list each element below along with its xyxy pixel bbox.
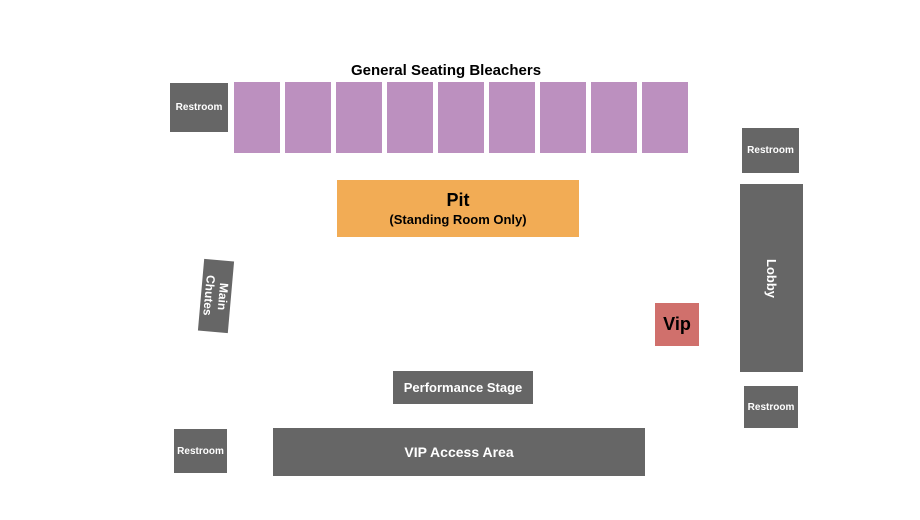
vip-section[interactable]: Vip — [655, 303, 699, 346]
lobby-label: Lobby — [764, 258, 779, 298]
vip-access-area-label: VIP Access Area — [404, 444, 514, 460]
pit-section[interactable]: Pit (Standing Room Only) — [337, 180, 579, 237]
performance-stage-label: Performance Stage — [403, 380, 523, 395]
pit-subtitle: (Standing Room Only) — [389, 211, 527, 227]
lobby-section: Lobby — [740, 184, 803, 372]
bleacher-block-9[interactable] — [642, 82, 688, 153]
bleacher-block-1[interactable] — [234, 82, 280, 153]
bleacher-block-7[interactable] — [540, 82, 586, 153]
bleacher-row — [234, 82, 688, 153]
main-chutes-label-line2: Chutes — [200, 274, 218, 317]
vip-label: Vip — [663, 314, 691, 334]
restroom-label: Restroom — [177, 445, 224, 457]
bleacher-block-8[interactable] — [591, 82, 637, 153]
bleacher-block-6[interactable] — [489, 82, 535, 153]
main-chutes-label-line1: Main — [214, 282, 232, 311]
restroom-top-left: Restroom — [170, 83, 228, 132]
bleacher-block-2[interactable] — [285, 82, 331, 153]
restroom-bottom-right: Restroom — [744, 386, 798, 428]
general-seating-bleachers-title: General Seating Bleachers — [350, 62, 542, 79]
bleacher-block-5[interactable] — [438, 82, 484, 153]
main-chutes-section: Main Chutes — [197, 258, 235, 334]
restroom-bottom-left: Restroom — [174, 429, 227, 473]
pit-title: Pit — [446, 189, 470, 210]
vip-access-area-section[interactable]: VIP Access Area — [273, 428, 645, 476]
bleacher-block-4[interactable] — [387, 82, 433, 153]
restroom-top-right: Restroom — [742, 128, 799, 173]
bleacher-block-3[interactable] — [336, 82, 382, 153]
performance-stage: Performance Stage — [393, 371, 533, 404]
restroom-label: Restroom — [175, 102, 223, 113]
restroom-label: Restroom — [747, 145, 794, 156]
restroom-label: Restroom — [747, 401, 795, 413]
